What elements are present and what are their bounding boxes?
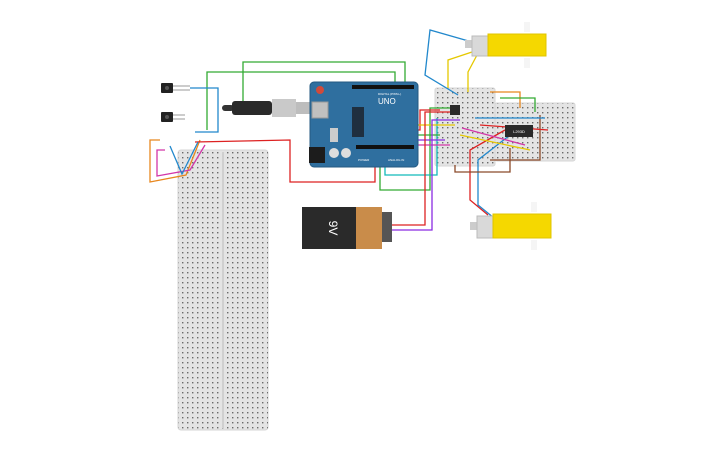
arduino-digital-label: DIGITAL (PWM~) (378, 92, 401, 96)
motor-icon-bottom[interactable] (470, 202, 552, 250)
battery-label: 9V (326, 221, 340, 236)
usb-cable-icon (222, 99, 312, 117)
sensor-bottom[interactable] (161, 112, 185, 122)
motor-driver-chip[interactable]: L293D (505, 125, 533, 137)
arduino-power-label: POWER (358, 158, 370, 162)
sensor-top[interactable] (161, 83, 190, 93)
large-breadboard[interactable] (177, 149, 269, 431)
arduino-analog-label: ANALOG IN (388, 158, 404, 162)
small-component[interactable] (450, 105, 460, 115)
motor-driver-label: L293D (513, 129, 525, 134)
arduino-brand-label: UNO (378, 97, 396, 106)
battery-icon[interactable]: 9V (302, 207, 392, 249)
motor-icon-top[interactable] (465, 22, 547, 68)
arduino-uno-board[interactable]: UNO DIGITAL (PWM~) ANALOG IN POWER (309, 81, 419, 168)
